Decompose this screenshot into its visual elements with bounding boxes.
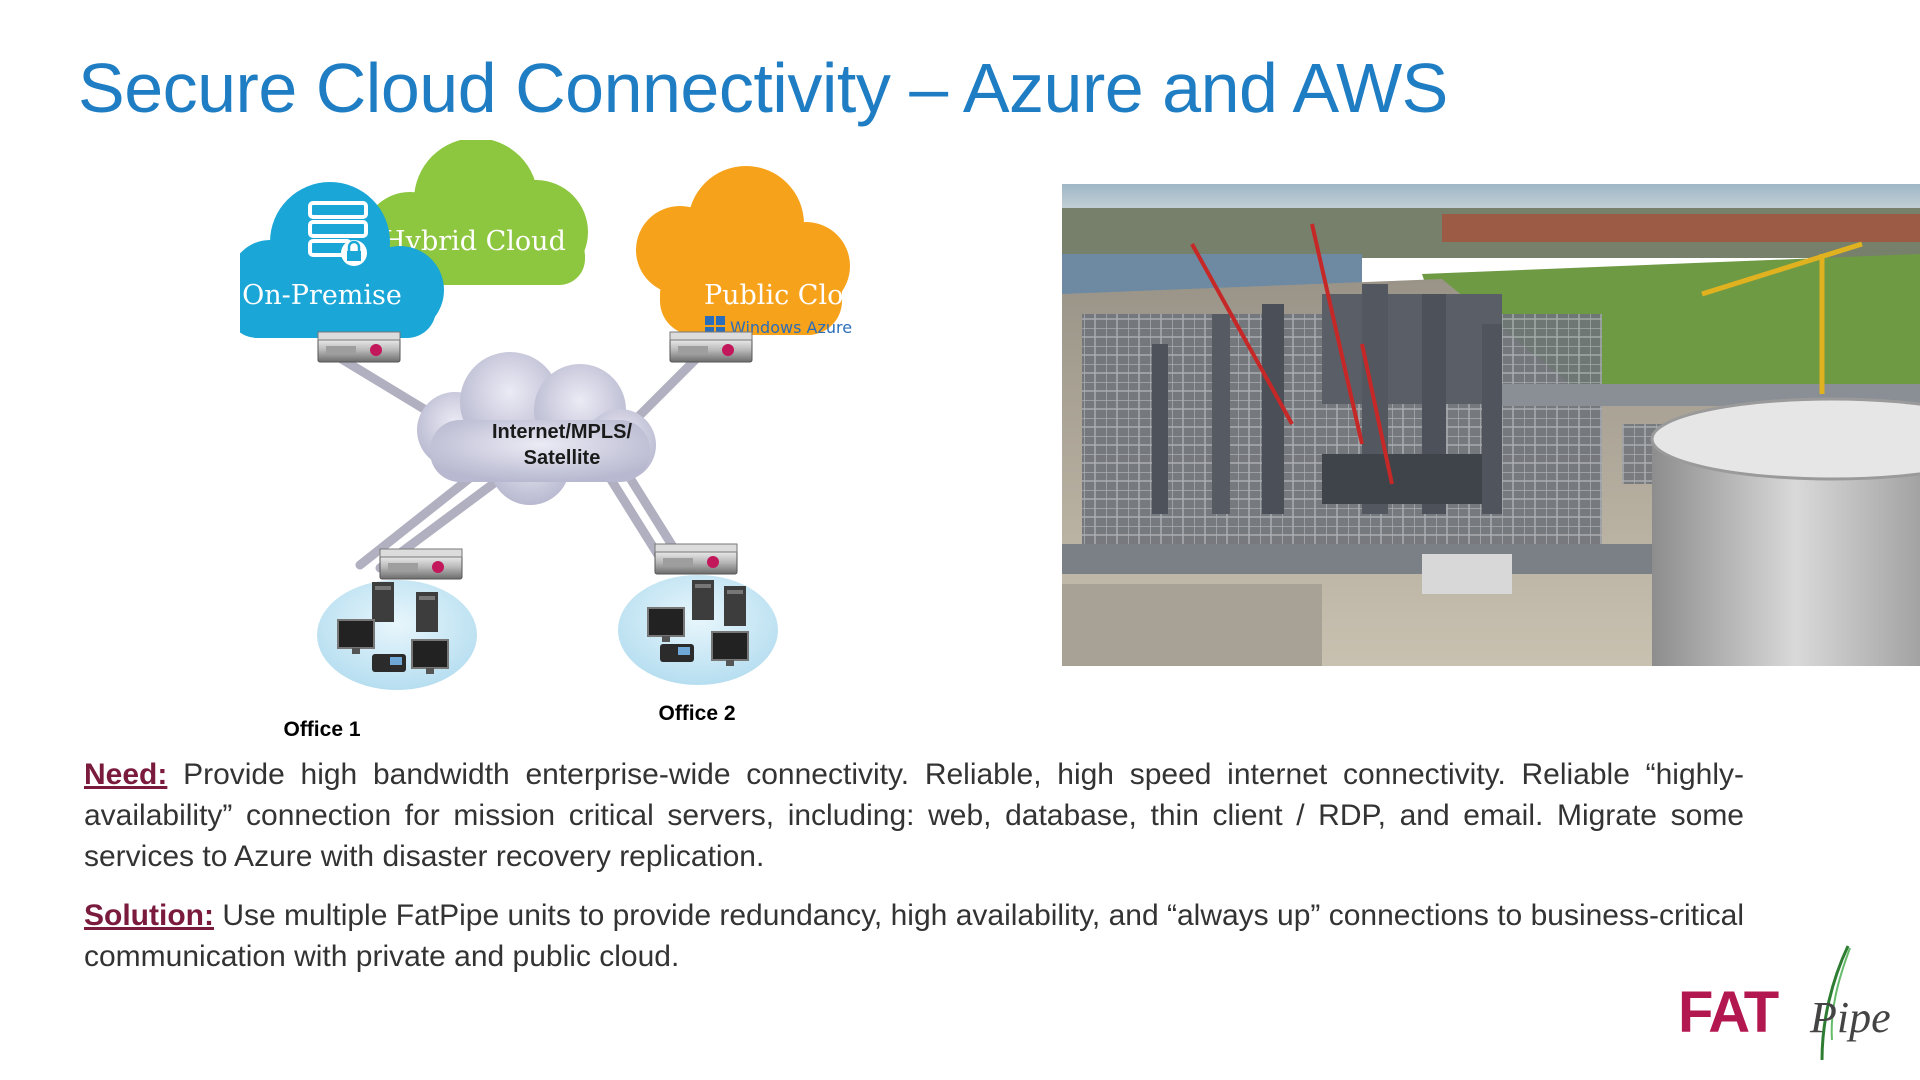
router-icon: [654, 543, 738, 575]
fatpipe-logo: FAT Pipe: [1678, 945, 1891, 1061]
office-2-site: [618, 543, 778, 685]
server-lock-icon: [308, 201, 368, 266]
monitor-icon: [337, 619, 375, 654]
network-cloud: [417, 352, 656, 505]
router-icon: [317, 331, 401, 363]
desk-phone-icon: [372, 654, 406, 672]
office-1-site: [317, 548, 477, 690]
tower-server-icon: [692, 580, 714, 620]
solution-body: Use multiple FatPipe units to provide re…: [84, 899, 1744, 973]
solution-label: Solution:: [84, 899, 214, 932]
tower-server-icon: [724, 586, 746, 626]
desk-phone-icon: [660, 644, 694, 662]
tower-server-icon: [416, 592, 438, 632]
industrial-plant-photo: [1062, 184, 1920, 666]
public-cloud: [636, 166, 850, 335]
office-1-label: Office 1: [283, 718, 360, 740]
logo-text-pipe: Pipe: [1809, 993, 1891, 1042]
router-icon: [669, 331, 753, 363]
router-icon: [379, 548, 463, 580]
monitor-icon: [411, 639, 449, 674]
office-2-label: Office 2: [658, 702, 735, 725]
slide-title: Secure Cloud Connectivity – Azure and AW…: [78, 49, 1448, 127]
windows-azure-label: Windows Azure: [730, 318, 852, 337]
need-body: Provide high bandwidth enterprise-wide c…: [84, 758, 1744, 873]
body-text: Need: Provide high bandwidth enterprise-…: [84, 754, 1744, 995]
public-cloud-label: Public Cloud: [704, 280, 878, 311]
logo-text-fat: FAT: [1678, 980, 1779, 1045]
network-label-line2: Satellite: [524, 447, 601, 469]
network-label-line1: Internet/MPLS/: [492, 421, 632, 443]
solution-paragraph: Solution: Use multiple FatPipe units to …: [84, 895, 1744, 977]
monitor-icon: [711, 631, 749, 666]
on-premise-label: On-Premise: [242, 280, 402, 311]
need-label: Need:: [84, 758, 168, 791]
monitor-icon: [647, 607, 685, 642]
network-diagram: Hybrid Cloud On-Premise Public Cloud: [240, 140, 878, 740]
tower-server-icon: [372, 582, 394, 622]
need-paragraph: Need: Provide high bandwidth enterprise-…: [84, 754, 1744, 877]
